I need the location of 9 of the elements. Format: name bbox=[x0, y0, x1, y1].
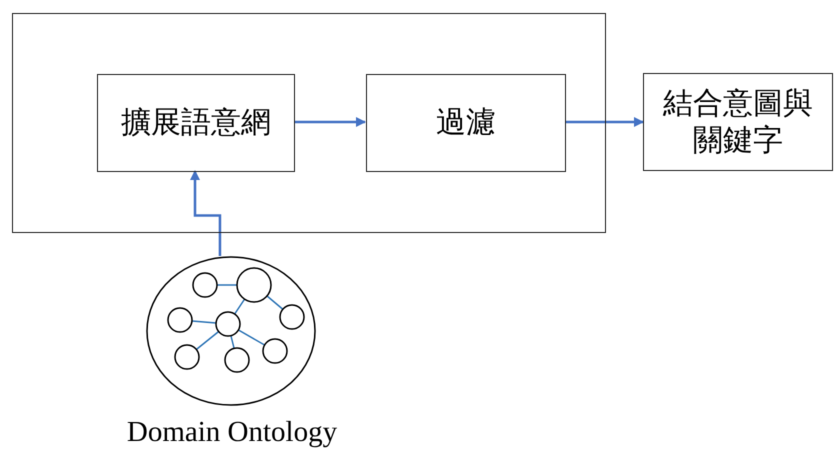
container-box bbox=[12, 13, 606, 233]
process-box: 結合意圖與關鍵字 bbox=[643, 73, 833, 171]
caption-label: Domain Ontology bbox=[126, 416, 338, 448]
arrow bbox=[565, 117, 644, 127]
process-box: 過濾 bbox=[366, 74, 566, 172]
process-box: 擴展語意網 bbox=[97, 74, 295, 172]
network-drawing bbox=[146, 256, 318, 408]
arrow bbox=[294, 117, 366, 127]
arrow bbox=[190, 170, 222, 256]
